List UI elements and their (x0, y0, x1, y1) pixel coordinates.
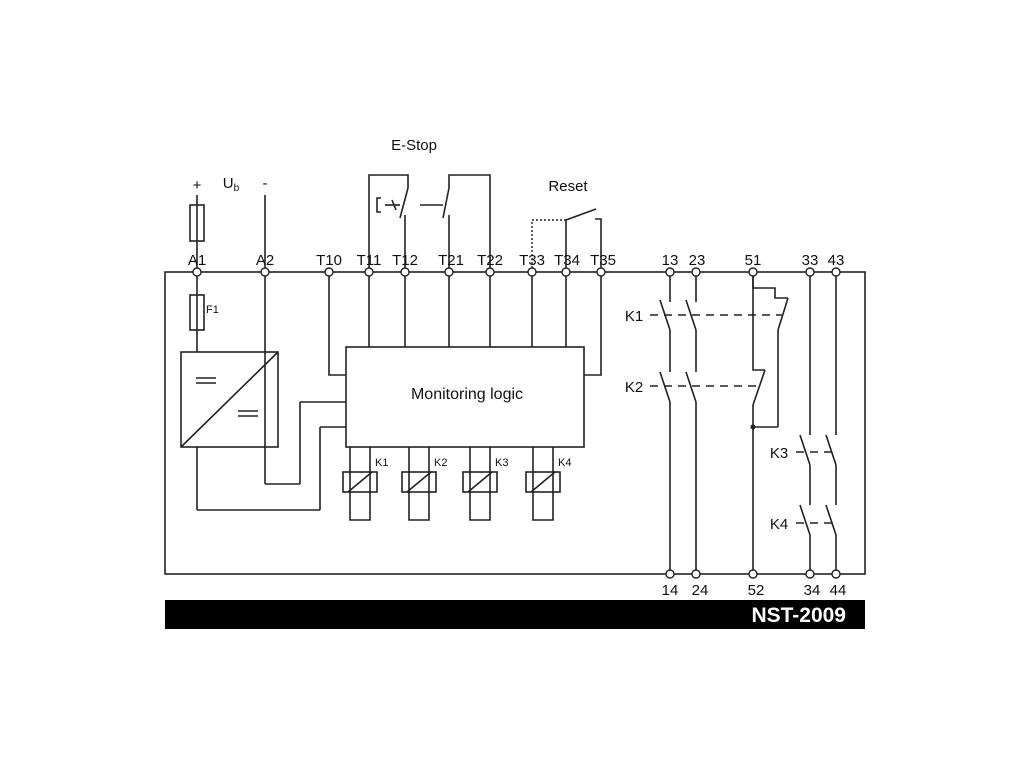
device-housing (164, 271, 866, 575)
monitoring-logic-label: Monitoring logic (411, 386, 523, 403)
minus-label: - (263, 175, 268, 192)
coil-k2 (401, 447, 437, 521)
contact-label-k3: K3 (770, 445, 788, 462)
svg-text:33: 33 (802, 252, 819, 269)
fuse-f1 (189, 294, 205, 331)
relay-coils (342, 447, 561, 521)
logic-inputs (328, 272, 602, 376)
coil-label-k2: K2 (434, 457, 447, 469)
terminal-13: 13 (662, 252, 679, 277)
svg-text:44: 44 (830, 582, 847, 599)
fuse-f1-label: F1 (206, 304, 219, 316)
coil-k3 (462, 447, 498, 521)
svg-text:A1: A1 (188, 252, 206, 269)
svg-text:43: 43 (828, 252, 845, 269)
power-supply-converter (180, 351, 279, 448)
terminal-44: 44 (830, 569, 847, 599)
terminal-34: 34 (804, 569, 821, 599)
safety-contacts (650, 272, 837, 574)
svg-text:24: 24 (692, 582, 709, 599)
terminal-a1: A1 (188, 252, 206, 277)
terminal-33: 33 (802, 252, 819, 277)
terminal-24: 24 (691, 569, 709, 599)
terminal-14: 14 (662, 569, 679, 599)
reset-label: Reset (548, 178, 588, 195)
svg-text:34: 34 (804, 582, 821, 599)
terminal-t12: T12 (392, 252, 418, 277)
estop-label: E-Stop (391, 137, 437, 154)
terminal-t22: T22 (477, 252, 503, 277)
svg-text:52: 52 (748, 582, 765, 599)
coil-label-k1: K1 (375, 457, 388, 469)
monitoring-logic-block (345, 346, 585, 448)
contact-label-k2: K2 (625, 379, 643, 396)
terminal-t21: T21 (438, 252, 464, 277)
svg-text:T22: T22 (477, 252, 503, 269)
terminal-t35: T35 (590, 252, 616, 277)
svg-text:T33: T33 (519, 252, 545, 269)
contact-label-k1: K1 (625, 308, 643, 325)
svg-text:T21: T21 (438, 252, 464, 269)
external-fuse (189, 204, 205, 242)
svg-text:13: 13 (662, 252, 679, 269)
terminal-52: 52 (748, 569, 765, 599)
coil-k1 (342, 447, 378, 521)
ub-label: Ub (223, 175, 240, 194)
svg-text:T10: T10 (316, 252, 342, 269)
terminal-t11: T11 (357, 252, 382, 277)
terminal-23: 23 (689, 252, 706, 277)
terminal-51: 51 (745, 252, 762, 277)
svg-text:14: 14 (662, 582, 679, 599)
contact-label-k4: K4 (770, 516, 788, 533)
coil-k4 (525, 447, 561, 521)
terminal-t34: T34 (554, 252, 580, 277)
reset-switch (531, 208, 602, 272)
terminal-a2: A2 (256, 252, 274, 277)
svg-text:51: 51 (745, 252, 762, 269)
model-bar (165, 600, 865, 629)
svg-text:T34: T34 (554, 252, 580, 269)
plus-label: + (193, 177, 202, 194)
terminal-43: 43 (828, 252, 845, 277)
svg-text:T12: T12 (392, 252, 418, 269)
coil-label-k4: K4 (558, 457, 571, 469)
svg-text:A2: A2 (256, 252, 274, 269)
bottom-terminals: 14 24 52 34 44 (662, 569, 847, 599)
model-label: NST-2009 (751, 604, 846, 627)
terminal-t10: T10 (316, 252, 342, 277)
coil-label-k3: K3 (495, 457, 508, 469)
svg-text:T11: T11 (357, 252, 382, 269)
supply-wiring (189, 195, 346, 511)
top-terminals: A1 A2 T10 T11 T12 T21 T22 T33 T34 T35 13… (188, 252, 845, 277)
estop-switch (368, 174, 491, 272)
terminal-t33: T33 (519, 252, 545, 277)
svg-text:23: 23 (689, 252, 706, 269)
svg-text:T35: T35 (590, 252, 616, 269)
